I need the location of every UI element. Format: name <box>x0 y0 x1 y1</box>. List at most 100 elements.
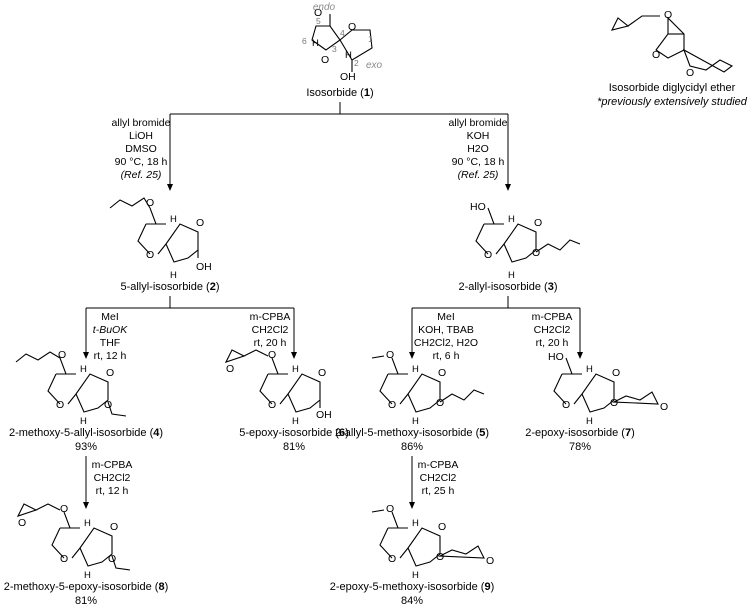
endo-oh-label: O <box>314 7 322 19</box>
exo-label: exo <box>366 60 383 71</box>
compound-9-caption: 2-epoxy-5-methoxy-isosorbide (9) <box>330 581 494 593</box>
position-4: 4 <box>340 28 345 38</box>
svg-text:H: H <box>412 518 419 529</box>
svg-text:KOH: KOH <box>467 130 490 142</box>
svg-text:O: O <box>436 551 444 563</box>
diglycidyl-structure: O O O <box>610 9 734 79</box>
branch-line <box>86 296 294 309</box>
svg-text:allyl bromide: allyl bromide <box>112 117 171 129</box>
diglycidyl-caption: Isosorbide diglycidyl ether <box>609 82 736 94</box>
svg-text:H: H <box>84 570 91 581</box>
svg-text:CH2Cl2: CH2Cl2 <box>420 472 457 484</box>
svg-text:allyl bromide: allyl bromide <box>449 117 508 129</box>
ether-oxygen: O <box>686 67 694 79</box>
svg-text:(Ref. 25): (Ref. 25) <box>458 169 499 181</box>
svg-text:O: O <box>386 349 394 361</box>
position-5: 5 <box>316 16 321 26</box>
svg-text:O: O <box>268 399 276 411</box>
svg-text:O: O <box>534 217 542 229</box>
svg-text:H: H <box>80 364 87 375</box>
svg-text:H: H <box>586 364 593 375</box>
svg-text:OH: OH <box>316 409 332 421</box>
svg-text:H: H <box>412 416 419 427</box>
svg-text:O: O <box>60 553 68 565</box>
svg-text:O: O <box>226 363 234 375</box>
compound-9-yield: 84% <box>401 595 423 607</box>
svg-text:CH2Cl2: CH2Cl2 <box>94 472 131 484</box>
conditions-to-6: m-CPBA CH2Cl2 rt, 20 h <box>250 311 291 349</box>
svg-text:90 °C, 18 h: 90 °C, 18 h <box>115 156 168 168</box>
compound-3-caption: 2-allyl-isosorbide (3) <box>458 281 557 293</box>
svg-text:KOH, TBAB: KOH, TBAB <box>418 324 474 336</box>
svg-text:CH2Cl2, H2O: CH2Cl2, H2O <box>414 337 478 349</box>
endo-label: endo <box>313 2 336 13</box>
conditions-to-3: allyl bromide KOH H2O 90 °C, 18 h (Ref. … <box>449 117 508 181</box>
compound-2-caption: 5-allyl-isosorbide (2) <box>120 281 219 293</box>
svg-text:H: H <box>170 214 177 225</box>
position-6: 6 <box>302 36 307 46</box>
compound-7-yield: 78% <box>569 441 591 453</box>
isosorbide-structure: O O O OH H H endo exo 6 5 4 3 2 1 <box>302 2 383 83</box>
svg-text:rt, 20 h: rt, 20 h <box>254 337 287 349</box>
svg-text:H: H <box>412 364 419 375</box>
conditions-to-8: m-CPBA CH2Cl2 rt, 12 h <box>92 459 133 497</box>
svg-text:H: H <box>80 416 87 427</box>
svg-text:rt, 20 h: rt, 20 h <box>536 337 569 349</box>
svg-text:O: O <box>388 399 396 411</box>
svg-text:O: O <box>486 555 494 567</box>
svg-text:O: O <box>438 367 446 379</box>
svg-text:HO: HO <box>548 351 564 363</box>
svg-text:(Ref. 25): (Ref. 25) <box>121 169 162 181</box>
compound-5-yield: 86% <box>401 441 423 453</box>
svg-text:t-BuOK: t-BuOK <box>93 324 128 336</box>
svg-text:H: H <box>586 416 593 427</box>
exo-oh-label: OH <box>340 71 356 83</box>
svg-text:O: O <box>318 367 326 379</box>
svg-text:O: O <box>146 249 154 261</box>
ring-oxygen: O <box>321 54 329 66</box>
svg-text:DMSO: DMSO <box>125 143 157 155</box>
conditions-to-9: m-CPBA CH2Cl2 rt, 25 h <box>418 459 459 497</box>
conditions-to-5: MeI KOH, TBAB CH2Cl2, H2O rt, 6 h <box>414 311 478 362</box>
svg-text:H: H <box>292 416 299 427</box>
svg-text:H: H <box>412 570 419 581</box>
svg-text:O: O <box>386 503 394 515</box>
compound-2-structure: O O O OH H H <box>109 197 212 281</box>
compound-5-caption: 2-allyl-5-methoxy-isosorbide (5) <box>335 427 489 439</box>
compound-4-structure: O O O O H H <box>15 349 127 427</box>
compound-4-yield: 93% <box>75 441 97 453</box>
svg-text:90 °C, 18 h: 90 °C, 18 h <box>452 156 505 168</box>
svg-text:rt, 12 h: rt, 12 h <box>96 485 129 497</box>
diglycidyl-note: *previously extensively studied <box>597 96 748 108</box>
svg-text:O: O <box>18 517 26 529</box>
svg-text:rt, 12 h: rt, 12 h <box>94 350 127 362</box>
compound-7-caption: 2-epoxy-isosorbide (7) <box>525 427 634 439</box>
svg-text:CH2Cl2: CH2Cl2 <box>534 324 571 336</box>
svg-text:CH2Cl2: CH2Cl2 <box>252 324 289 336</box>
svg-text:O: O <box>438 521 446 533</box>
svg-text:m-CPBA: m-CPBA <box>250 311 291 323</box>
compound-8-yield: 81% <box>75 595 97 607</box>
svg-text:HO: HO <box>470 201 486 213</box>
svg-text:m-CPBA: m-CPBA <box>92 459 133 471</box>
position-2: 2 <box>354 58 359 68</box>
svg-text:H: H <box>508 270 515 281</box>
position-3: 3 <box>332 44 337 54</box>
branch-line <box>170 102 508 115</box>
compound-7-structure: HO O O O O H H <box>548 351 668 427</box>
compound-4-caption: 2-methoxy-5-allyl-isosorbide (4) <box>9 427 163 439</box>
svg-text:O: O <box>110 521 118 533</box>
svg-text:H2O: H2O <box>467 143 489 155</box>
compound-6-structure: O O O O OH H H <box>224 349 332 427</box>
svg-text:O: O <box>484 249 492 261</box>
conditions-to-7: m-CPBA CH2Cl2 rt, 20 h <box>532 311 573 349</box>
compound-5-structure: O O O O H H <box>371 349 485 427</box>
compound-8-structure: O O O O O H H <box>16 503 131 581</box>
compound-6-caption: 5-epoxy-isosorbide (6) <box>239 427 348 439</box>
svg-text:rt, 6 h: rt, 6 h <box>433 350 460 362</box>
svg-text:O: O <box>56 399 64 411</box>
branch-line <box>412 296 580 309</box>
ring-oxygen: O <box>348 21 356 33</box>
bridgehead-h: H <box>345 50 352 61</box>
